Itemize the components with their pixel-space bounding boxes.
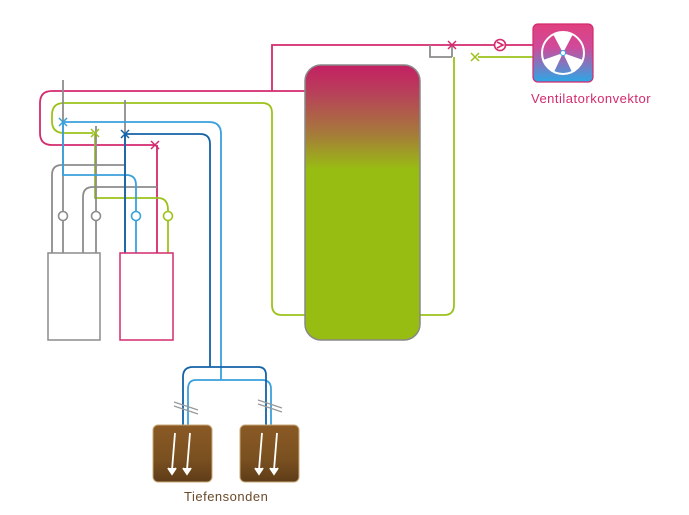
fan-icon — [532, 23, 594, 83]
ground-probe-right — [239, 424, 300, 483]
ground-probes-label: Tiefensonden — [184, 489, 269, 504]
down-arrow-icon — [254, 432, 279, 476]
three-way-valve-icon[interactable] — [58, 40, 480, 150]
fan-coil-label: Ventilatorkonvektor — [531, 91, 652, 106]
magenta-supply-pipes — [39, 44, 533, 253]
down-arrow-icon — [167, 432, 192, 476]
magenta-heat-pump-unit — [119, 252, 174, 341]
dark-blue-pipes — [124, 133, 267, 425]
pipe-break-icon — [173, 399, 283, 415]
ground-probe-left — [152, 424, 213, 483]
grey-heat-generator — [47, 252, 101, 341]
buffer-storage-tank — [304, 64, 421, 341]
green-return-pipes — [51, 56, 533, 316]
pump-icon[interactable] — [57, 38, 507, 222]
